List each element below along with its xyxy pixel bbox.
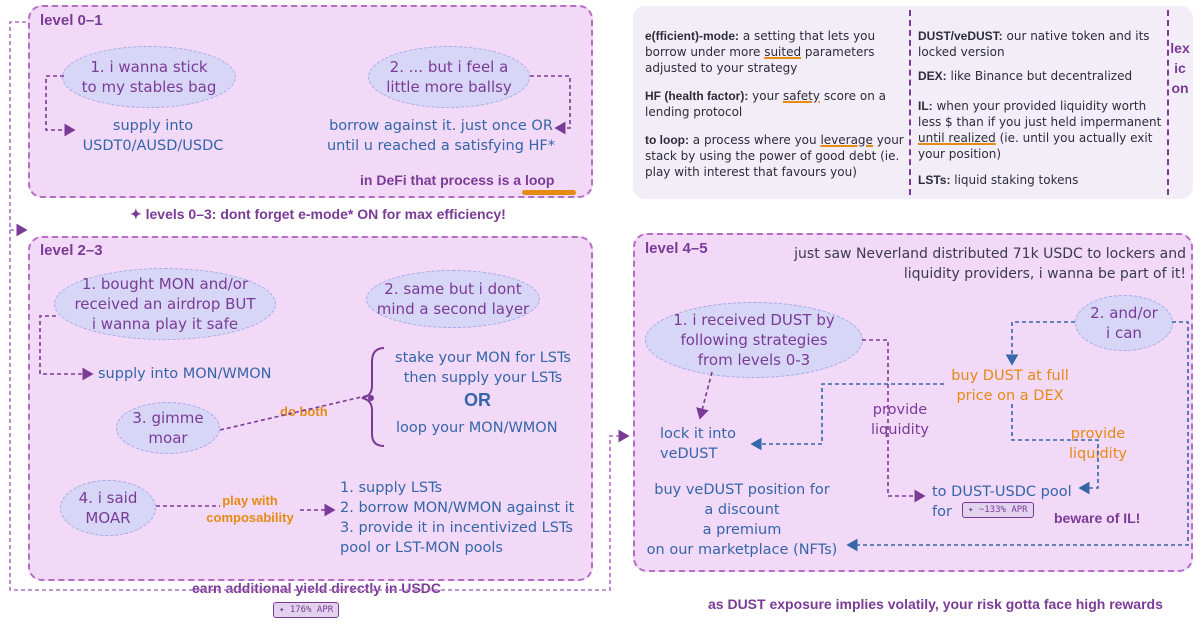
lexicon-divider [909, 10, 911, 195]
level-0-1-title: level 0–1 [40, 12, 103, 29]
yield-note: earn additional yield directly in USDC [192, 580, 441, 596]
level-4-5-bubble-received: 1. i received DUST by following strategi… [645, 302, 863, 378]
lexicon-hf-def-a: your [748, 89, 783, 103]
lexicon-lst: LSTs: liquid staking tokens [918, 172, 1163, 188]
lexicon-emode: e(fficient)-mode: a setting that lets yo… [645, 28, 905, 76]
lexicon-lst-term: LSTs: [918, 173, 951, 187]
level-4-5-title: level 4–5 [645, 240, 708, 257]
level-4-5-provide-liquidity-2: provide liquidity [1069, 426, 1127, 462]
level-2-3-bubble-safe: 1. bought MON and/or received an airdrop… [54, 268, 276, 340]
lexicon-dust-term: DUST/veDUST: [918, 29, 1003, 43]
lexicon-dex-term: DEX: [918, 69, 947, 83]
risk-note: as DUST exposure implies volatily, your … [708, 596, 1163, 612]
level-2-3-supply-text: supply into MON/WMON [98, 366, 272, 382]
level-4-5-header: just saw Neverland distributed 71k USDC … [794, 246, 1186, 282]
pool-apr-badge: ✦ ~133% APR [962, 502, 1034, 518]
level-2-3-stake-text: stake your MON for LSTs then supply your… [395, 350, 571, 386]
lexicon-loop-term: to loop: [645, 133, 689, 147]
lexicon-dex: DEX: like Binance but decentralized [918, 68, 1163, 84]
lexicon-il: IL: when your provided liquidity worth l… [918, 98, 1163, 162]
beware-il-note: beware of IL! [1054, 510, 1141, 526]
lexicon-il-def-a: when your provided liquidity worth less … [918, 99, 1162, 129]
level-2-3-steps: 1. supply LSTs 2. borrow MON/WMON agains… [340, 480, 575, 556]
level-2-3-or-text: OR [464, 390, 491, 410]
lexicon-hf-term: HF (health factor): [645, 89, 749, 103]
level-2-3-bubble-second-layer: 2. same but i dont mind a second layer [366, 270, 540, 328]
yield-apr-badge: ✦ 176% APR [273, 602, 340, 618]
lexicon-loop-def-b: your stack by using the power of good de… [645, 133, 904, 179]
lexicon-loop-def-a: a process where you [688, 133, 821, 147]
lexicon-dust: DUST/veDUST: our native token and its lo… [918, 28, 1163, 60]
lexicon-emode-def-b: parameters adjusted to your strategy [645, 45, 875, 75]
loop-note: in DeFi that process is a loop [360, 172, 555, 188]
lexicon-il-def-b: (ie. until you actually exit your positi… [918, 131, 1153, 161]
level-2-3-composability: play with composability [206, 493, 294, 525]
lexicon-hf: HF (health factor): your safety score on… [645, 88, 905, 120]
lexicon-loop-def-u: leverage [820, 133, 873, 147]
level-2-3-bubble-moar: 3. gimme moar [116, 402, 220, 454]
lexicon-hf-def-u: safety [782, 89, 820, 103]
lexicon-box [633, 6, 1193, 199]
level-0-1-bubble-ballsy: 2. ... but i feel a little more ballsy [368, 46, 530, 108]
level-4-5-lock-text: lock it into veDUST [660, 426, 736, 462]
lexicon-label: lexicon [1170, 40, 1190, 96]
level-4-5-provide-liquidity-1: provide liquidity [871, 402, 929, 438]
level-2-3-do-both: do both [280, 404, 328, 419]
level-4-5-bubble-can: 2. and/or i can [1075, 295, 1173, 351]
lexicon-dust-def: our native token and its locked version [918, 29, 1150, 59]
lexicon-lst-def: liquid staking tokens [950, 173, 1079, 187]
emode-note: ✦ levels 0–3: dont forget e-mode* ON for… [130, 206, 506, 222]
level-0-1-bubble-stables: 1. i wanna stick to my stables bag [62, 46, 236, 108]
level-2-3-bubble-said-moar: 4. i said MOAR [60, 480, 156, 536]
level-4-5-buy-vedust: buy veDUST position for a discount a pre… [646, 482, 838, 558]
loop-note-underline [522, 190, 576, 195]
lexicon-il-term: IL: [918, 99, 933, 113]
level-2-3-title: level 2–3 [40, 242, 103, 259]
level-2-3-loop-text: loop your MON/WMON [396, 420, 558, 436]
lexicon-loop: to loop: a process where you leverage yo… [645, 132, 905, 180]
lexicon-hf-def-b: score on a lending protocol [645, 89, 886, 119]
lexicon-il-def-u: until realized [918, 131, 996, 145]
lexicon-emode-def-u: suited [764, 45, 802, 59]
lexicon-divider-right [1167, 10, 1169, 195]
level-0-1-borrow-text: borrow against it. just once OR until u … [326, 118, 556, 154]
level-4-5-buy-dex: buy DUST at full price on a DEX [951, 368, 1069, 404]
lexicon-emode-def-a: a setting that lets you borrow under mor… [645, 29, 876, 59]
lexicon-dex-def: like Binance but decentralized [946, 69, 1133, 83]
lexicon-emode-term: e(fficient)-mode: [645, 29, 739, 43]
level-0-1-supply-text: supply into USDT0/AUSD/USDC [82, 118, 224, 154]
